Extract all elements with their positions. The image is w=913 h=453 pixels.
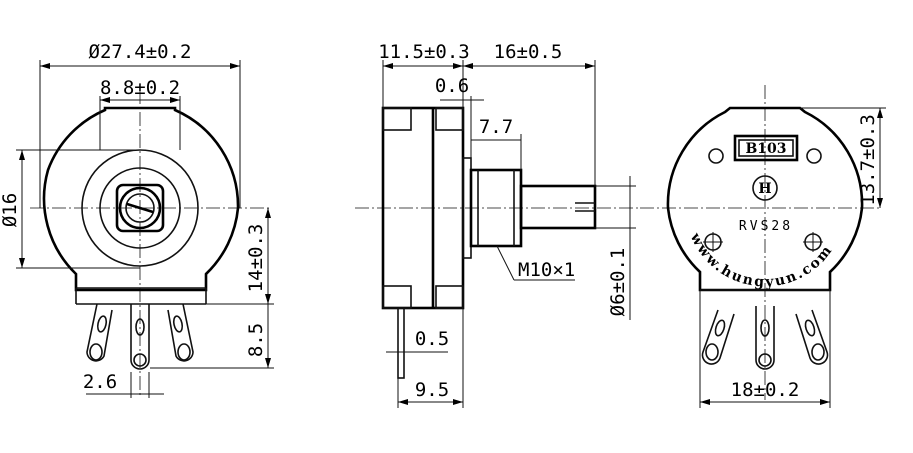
arrow: [40, 63, 50, 69]
arrow: [398, 399, 408, 405]
arrow: [700, 399, 710, 405]
dim-outer-diameter: Ø27.4±0.2: [89, 41, 192, 63]
front-terminal-left: [86, 303, 113, 362]
dim-bushing: 7.7: [479, 116, 513, 138]
back-label-value: B103: [745, 141, 786, 157]
arrow: [100, 97, 110, 103]
side-corner-bl: [382, 285, 412, 309]
arrow: [453, 399, 463, 405]
brand-logo-icon: [752, 175, 778, 201]
arrow: [463, 63, 473, 69]
back-website: www.hungyun.com: [686, 230, 836, 291]
back-hole-left: [708, 148, 724, 164]
arrow: [265, 294, 271, 304]
front-nut-circle: [99, 167, 181, 249]
back-label-inner: [738, 139, 794, 157]
back-screw-right: [803, 232, 823, 252]
dim-terminal-length: 8.5: [245, 323, 267, 357]
side-shaft: [519, 184, 597, 230]
back-terminal-left: [701, 309, 735, 365]
dim-shaft-length: 16±0.5: [494, 41, 563, 63]
dim-thread: M10×1: [518, 259, 575, 281]
brand-logo-glyph: H: [758, 181, 771, 197]
dim-shaft-diameter: Ø6±0.1: [607, 248, 629, 317]
back-website-path: www.hungyun.com: [686, 230, 834, 291]
front-hex-nut: [115, 183, 165, 233]
front-shaft-circle: [118, 186, 162, 230]
side-corner-tl: [382, 107, 412, 131]
dim-terminal-thickness: 0.5: [415, 328, 449, 350]
arrow: [265, 208, 271, 218]
dim-body-height: Ø16: [0, 193, 21, 227]
arrow: [265, 358, 271, 368]
back-label-box: [733, 134, 799, 162]
dim-flange: 0.6: [435, 75, 469, 97]
arrow: [19, 150, 25, 160]
back-hole-right: [806, 148, 822, 164]
dim-back-height: 13.7±0.3: [857, 114, 879, 206]
arrow: [585, 63, 595, 69]
front-terminal-middle: [130, 304, 150, 370]
side-corner-tr: [435, 107, 464, 131]
thread-leader: [496, 245, 515, 281]
front-terminal-right: [167, 303, 194, 362]
arrow: [19, 258, 25, 268]
back-terminal-right: [795, 309, 829, 365]
back-terminal-middle: [755, 306, 775, 370]
arrow: [877, 108, 883, 118]
back-view: B103 H RVS28 www.hungyun.com: [640, 85, 886, 408]
arrow: [877, 198, 883, 208]
arrow: [170, 97, 180, 103]
side-view: 11.5±0.3 16±0.5 0.6 7.7 M10×1 Ø6±0.1 0.5…: [355, 41, 640, 408]
dim-center-to-base: 14±0.3: [245, 224, 267, 293]
arrow: [820, 399, 830, 405]
arrow: [230, 63, 240, 69]
back-model: RVS28: [739, 219, 793, 234]
side-corner-br: [435, 285, 464, 309]
front-view: Ø27.4±0.2 8.8±0.2 Ø16 14±0.3 8.5 2.6: [0, 41, 274, 398]
dim-boss: 8.8±0.2: [100, 77, 180, 99]
arrow: [383, 63, 393, 69]
dim-body-length: 11.5±0.3: [378, 41, 470, 63]
dim-terminal-width: 2.6: [83, 371, 117, 393]
front-body-outline: [42, 106, 240, 292]
arrow: [453, 63, 463, 69]
back-screw-left: [703, 232, 723, 252]
dim-terminal-span: 18±0.2: [731, 379, 800, 401]
side-terminal: [397, 307, 405, 379]
front-shaft-inner: [125, 193, 155, 223]
dim-terminal-offset: 9.5: [415, 379, 449, 401]
front-shaft-slot: [126, 202, 154, 214]
